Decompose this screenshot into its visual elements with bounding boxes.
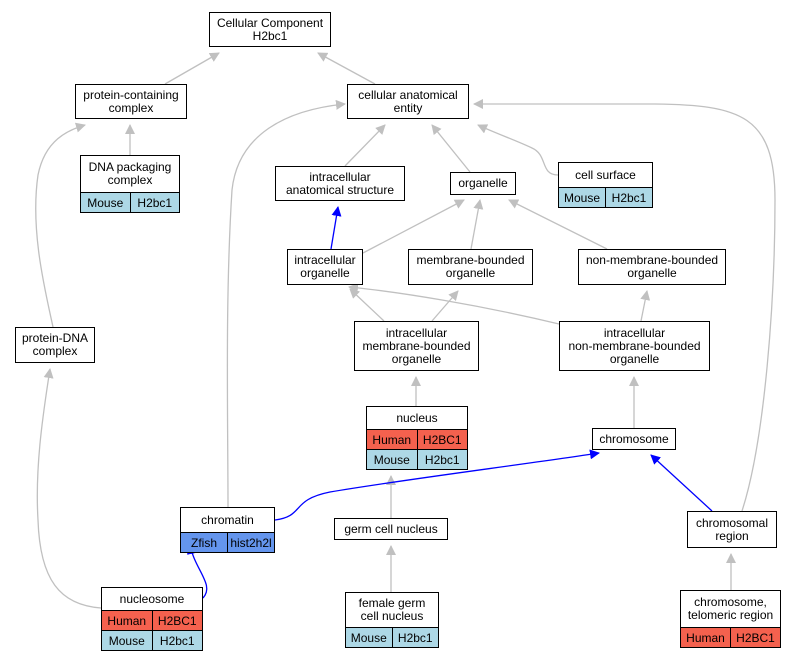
species-cell[interactable]: Mouse <box>367 450 417 469</box>
gene-cell[interactable]: H2bc1 <box>129 193 179 212</box>
node-label: protein-containing complex <box>83 87 179 115</box>
node-protein-dna-complex[interactable]: protein-DNA complex <box>15 327 95 363</box>
node-label: chromosome, telomeric region <box>687 595 774 622</box>
gene-cell[interactable]: H2BC1 <box>416 430 467 449</box>
edge-intracellular-non-membrane-bounded-organelle-to-intracellular-organelle <box>348 282 560 325</box>
node-label: cellular anatomical entity <box>358 87 458 115</box>
node-label: intracellular anatomical structure <box>285 169 395 197</box>
edge-intracellular-anatomical-structure-to-cellular-anatomical-entity <box>344 124 386 167</box>
species-cell[interactable]: Mouse <box>346 628 392 647</box>
node-protein-containing-complex[interactable]: protein-containing complex <box>75 84 187 119</box>
species-cell[interactable]: Mouse <box>559 188 605 207</box>
node-label: chromatin <box>201 512 254 527</box>
node-intracellular-non-membrane-bounded-organelle[interactable]: intracellular non-membrane-bounded organ… <box>559 321 710 371</box>
node-label: intracellular membrane-bounded organelle <box>362 325 471 366</box>
node-chromosomal-region[interactable]: chromosomal region <box>687 511 777 548</box>
gene-cell[interactable]: hist2h2l <box>227 533 274 552</box>
edge-intracellular-organelle-to-organelle <box>362 199 465 254</box>
species-cell[interactable]: Human <box>102 611 152 630</box>
node-label: chromosomal region <box>695 515 769 543</box>
edge-chromatin-to-chromosome <box>274 449 600 521</box>
edge-chromosomal-region-to-chromosome <box>650 454 713 512</box>
gene-cell[interactable]: H2bc1 <box>391 628 438 647</box>
edge-cell-surface-to-cellular-anatomical-entity <box>477 124 559 176</box>
gene-cell[interactable]: H2bc1 <box>151 631 202 650</box>
gene-cell[interactable]: H2bc1 <box>605 188 652 207</box>
node-label: intracellular organelle <box>294 253 356 280</box>
species-cell[interactable]: Human <box>681 628 730 647</box>
node-non-membrane-bounded-organelle[interactable]: non-membrane-bounded organelle <box>578 249 726 285</box>
node-label: membrane-bounded organelle <box>416 253 525 280</box>
node-label: cell surface <box>575 167 636 182</box>
species-cell[interactable]: Mouse <box>102 631 152 650</box>
node-label: Cellular Component H2bc1 <box>216 15 324 43</box>
edge-organelle-to-cellular-anatomical-entity <box>431 124 471 173</box>
node-label: female germ cell nucleus <box>358 596 426 623</box>
species-cell[interactable]: Mouse <box>81 193 130 212</box>
edge-protein-dna-complex-to-protein-containing-complex <box>35 122 86 328</box>
edge-protein-containing-complex-to-cc-root <box>164 52 220 85</box>
node-label: protein-DNA complex <box>21 331 89 358</box>
node-membrane-bounded-organelle[interactable]: membrane-bounded organelle <box>408 249 533 285</box>
node-cc-root[interactable]: Cellular Component H2bc1 <box>209 12 331 47</box>
edge-intracellular-non-membrane-bounded-organelle-to-non-membrane-bounded-organelle <box>640 290 651 322</box>
node-germ-cell-nucleus[interactable]: germ cell nucleus <box>334 518 448 540</box>
edge-intracellular-organelle-to-intracellular-anatomical-structure <box>330 206 342 250</box>
node-label: DNA packaging complex <box>88 160 172 187</box>
gene-cell[interactable]: H2BC1 <box>151 611 202 630</box>
node-cellular-anatomical-entity[interactable]: cellular anatomical entity <box>347 84 469 119</box>
node-label: non-membrane-bounded organelle <box>585 253 719 280</box>
species-cell[interactable]: Zfish <box>181 533 227 552</box>
gene-cell[interactable]: H2bc1 <box>416 450 467 469</box>
edge-cellular-anatomical-entity-to-cc-root <box>317 52 376 85</box>
node-intracellular-organelle[interactable]: intracellular organelle <box>287 249 363 285</box>
node-label: intracellular non-membrane-bounded organ… <box>568 325 701 366</box>
node-chromosome[interactable]: chromosome <box>592 428 676 450</box>
edge-intracellular-membrane-bounded-organelle-to-membrane-bounded-organelle <box>431 290 459 322</box>
species-cell[interactable]: Human <box>367 430 417 449</box>
node-organelle[interactable]: organelle <box>450 172 516 195</box>
edge-nucleosome-to-protein-dna-complex <box>36 368 102 609</box>
edge-chromatin-to-cellular-anatomical-entity <box>226 99 346 508</box>
gene-cell[interactable]: H2BC1 <box>730 628 780 647</box>
node-label: nucleus <box>396 410 438 425</box>
edge-intracellular-membrane-bounded-organelle-to-intracellular-organelle <box>349 288 385 322</box>
node-intracellular-membrane-bounded-organelle[interactable]: intracellular membrane-bounded organelle <box>354 321 479 371</box>
node-label: nucleosome <box>119 591 185 606</box>
edge-membrane-bounded-organelle-to-organelle <box>470 199 484 250</box>
node-label: chromosome <box>599 431 669 446</box>
edge-non-membrane-bounded-organelle-to-organelle <box>508 199 608 250</box>
edge-chromosomal-region-to-cellular-anatomical-entity <box>473 99 776 512</box>
node-intracellular-anatomical-structure[interactable]: intracellular anatomical structure <box>275 166 405 201</box>
node-label: germ cell nucleus <box>344 521 438 536</box>
node-label: organelle <box>458 176 508 190</box>
